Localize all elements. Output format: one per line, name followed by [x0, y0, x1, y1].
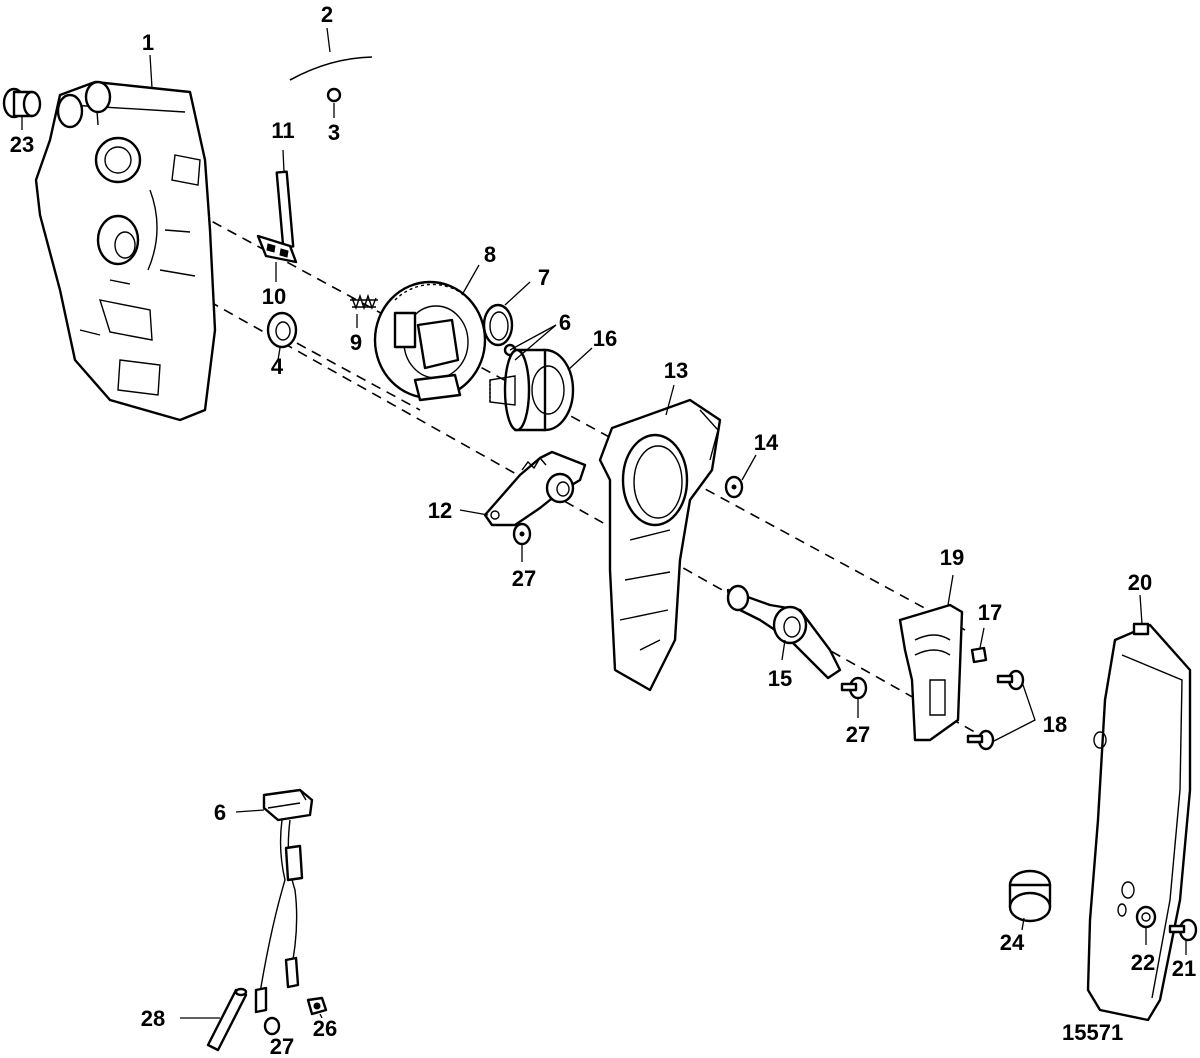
screw-27-c	[263, 1016, 281, 1036]
callout-26: 26	[313, 1016, 337, 1041]
o-ring-7	[482, 303, 514, 347]
callout-labels: 1 2 3 4 6 6 7 8 9 10 11 12 13 14 15 16 1…	[10, 2, 1196, 1058]
callout-3: 3	[328, 120, 340, 145]
switch-harness-6	[254, 788, 314, 1014]
detent-10	[256, 234, 298, 264]
nut-3	[326, 87, 342, 103]
leader-lines	[21, 27, 1187, 1035]
callout-19: 19	[940, 545, 964, 570]
callout-8: 8	[484, 242, 496, 267]
callout-6a: 6	[214, 800, 226, 825]
callout-2: 2	[321, 2, 333, 27]
plate-19	[898, 603, 964, 742]
callout-14: 14	[754, 430, 779, 455]
callout-1: 1	[142, 30, 154, 55]
callout-22: 22	[1131, 950, 1155, 975]
wire-2	[289, 56, 373, 81]
washer-4	[266, 311, 298, 349]
screw-27-a	[512, 522, 532, 546]
callout-7: 7	[538, 265, 550, 290]
callout-27a: 27	[512, 566, 536, 591]
control-housing	[34, 80, 217, 422]
callout-27b: 27	[846, 722, 870, 747]
figure-number: 15571	[1062, 1020, 1123, 1045]
callout-21: 21	[1172, 956, 1196, 981]
callout-10: 10	[262, 284, 286, 309]
assembly-axis-lines	[107, 164, 981, 736]
callout-11: 11	[271, 118, 294, 143]
screw-14	[724, 475, 744, 499]
callout-6b: 6	[559, 310, 571, 335]
screw-27-b	[840, 676, 868, 700]
sleeve-28	[206, 987, 248, 1052]
nut-17	[970, 646, 988, 664]
crank-15	[726, 584, 842, 680]
callout-23: 23	[10, 132, 34, 157]
lever-12	[483, 450, 587, 527]
callout-12: 12	[428, 498, 452, 523]
screw-21	[1168, 918, 1198, 942]
plug-23	[2, 87, 42, 119]
bushing-24	[1008, 869, 1052, 923]
callout-24: 24	[1000, 930, 1025, 955]
washer-22	[1135, 905, 1157, 929]
callout-15: 15	[768, 666, 792, 691]
screws-18	[966, 669, 1025, 751]
callout-28: 28	[141, 1006, 165, 1031]
callout-13: 13	[664, 358, 688, 383]
gear-assembly-16	[489, 348, 575, 432]
callout-20: 20	[1128, 570, 1152, 595]
callout-4: 4	[271, 354, 284, 379]
nut-26	[306, 996, 328, 1016]
center-housing-13	[598, 398, 722, 692]
callout-17: 17	[978, 600, 1002, 625]
gear-8	[373, 280, 487, 402]
callout-9: 9	[350, 330, 362, 355]
callout-16: 16	[593, 326, 617, 351]
pin-11	[275, 170, 295, 249]
cover-20	[1086, 622, 1192, 1022]
callout-27c: 27	[270, 1034, 294, 1058]
callout-18: 18	[1043, 712, 1067, 737]
spring-9	[350, 293, 378, 311]
